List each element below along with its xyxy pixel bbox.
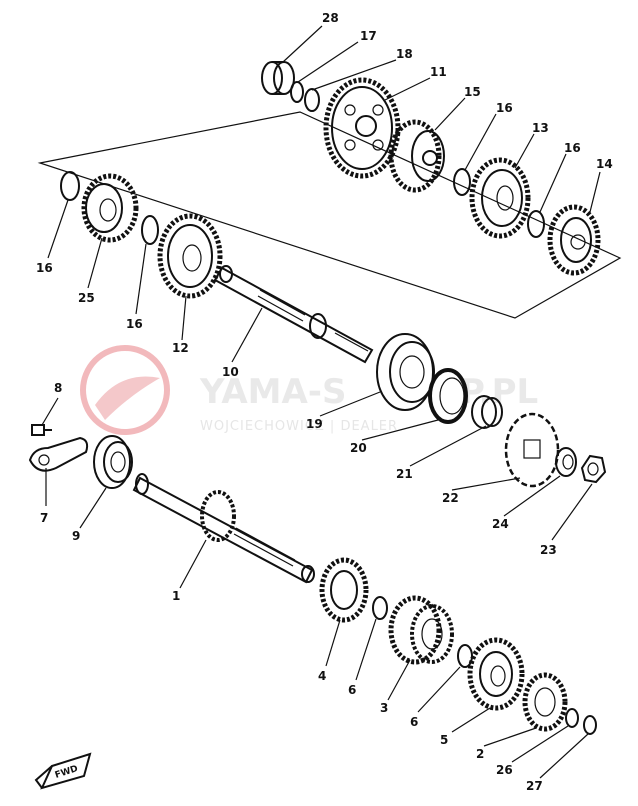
part-16-circlip-a — [453, 168, 471, 196]
callout-12: 12 — [172, 341, 189, 355]
part-13-gear — [469, 157, 531, 239]
callout-16-d: 16 — [126, 317, 143, 331]
callout-11: 11 — [430, 65, 447, 79]
callout-25: 25 — [78, 291, 95, 305]
callout-8: 8 — [54, 381, 62, 395]
part-16-circlip-d — [141, 215, 159, 245]
callout-10: 10 — [222, 365, 239, 379]
part-15-gear — [388, 119, 445, 193]
callout-28: 28 — [322, 11, 339, 25]
callout-17: 17 — [360, 29, 377, 43]
callout-1: 1 — [172, 589, 180, 603]
callout-7: 7 — [40, 511, 48, 525]
part-18-circlip — [304, 88, 320, 112]
part-6-circlip-a — [372, 596, 388, 620]
part-9-bearing — [93, 435, 133, 489]
callout-6-a: 6 — [348, 683, 356, 697]
part-12-gear — [157, 213, 223, 299]
callout-23: 23 — [540, 543, 557, 557]
callout-27: 27 — [526, 779, 543, 793]
part-22-drive-sprocket — [504, 412, 560, 488]
part-1-main-axle — [132, 473, 315, 584]
callout-2: 2 — [476, 747, 484, 761]
callout-26: 26 — [496, 763, 513, 777]
callout-15: 15 — [464, 85, 481, 99]
part-17-washer — [290, 81, 304, 103]
upper-assembly-outline — [37, 111, 622, 319]
part-5-gear — [467, 637, 525, 711]
leader-lines — [41, 25, 601, 779]
part-16-circlip-b — [527, 210, 545, 238]
callout-16-c: 16 — [36, 261, 53, 275]
callout-22: 22 — [442, 491, 459, 505]
callout-19: 19 — [306, 417, 323, 431]
callout-9: 9 — [72, 529, 80, 543]
part-25-gear — [81, 173, 139, 243]
watermark-logo-swoosh-icon — [95, 376, 160, 420]
part-16-circlip-c — [60, 171, 80, 201]
watermark-subtitle: WOJCIECHOWICZ | DEALER — [200, 419, 398, 434]
part-8-screw — [31, 424, 52, 436]
part-3-gear — [388, 595, 454, 665]
part-6-circlip-b — [457, 644, 473, 668]
part-10-shaft — [213, 265, 374, 364]
callout-16-a: 16 — [496, 101, 513, 115]
callout-16-b: 16 — [564, 141, 581, 155]
callout-5: 5 — [440, 733, 448, 747]
callout-13: 13 — [532, 121, 549, 135]
part-7-stopper-plate — [28, 436, 89, 472]
watermark-title-tail: P.PL — [460, 372, 538, 412]
part-28-needle-bearing — [261, 61, 295, 95]
part-21-collar — [471, 395, 503, 429]
part-7-hole — [38, 454, 50, 466]
fwd-arrow-icon: FWD — [34, 752, 92, 790]
callout-4: 4 — [318, 669, 326, 683]
callout-3: 3 — [380, 701, 388, 715]
part-26-washer — [565, 708, 579, 728]
callout-18: 18 — [396, 47, 413, 61]
callout-24: 24 — [492, 517, 509, 531]
part-11-gear — [323, 77, 401, 179]
part-27-circlip — [583, 715, 597, 735]
part-24-lock-washer — [555, 447, 577, 477]
callout-20: 20 — [350, 441, 367, 455]
callout-21: 21 — [396, 467, 413, 481]
watermark-title: YAMA-S — [199, 372, 346, 412]
callout-14: 14 — [596, 157, 613, 171]
callout-6-b: 6 — [410, 715, 418, 729]
part-14-gear — [547, 204, 601, 276]
part-2-gear — [522, 672, 568, 732]
callout-labels: 28 17 18 11 15 16 13 16 14 16 25 16 12 1… — [36, 11, 613, 793]
watermark-logo-icon — [80, 345, 170, 435]
part-20-oil-seal — [428, 368, 468, 424]
part-4-gear — [319, 557, 369, 623]
part-23-nut — [580, 454, 607, 484]
watermark: YAMA-S P.PL WOJCIECHOWICZ | DEALER — [80, 345, 538, 435]
part-19-bearing — [376, 333, 435, 411]
